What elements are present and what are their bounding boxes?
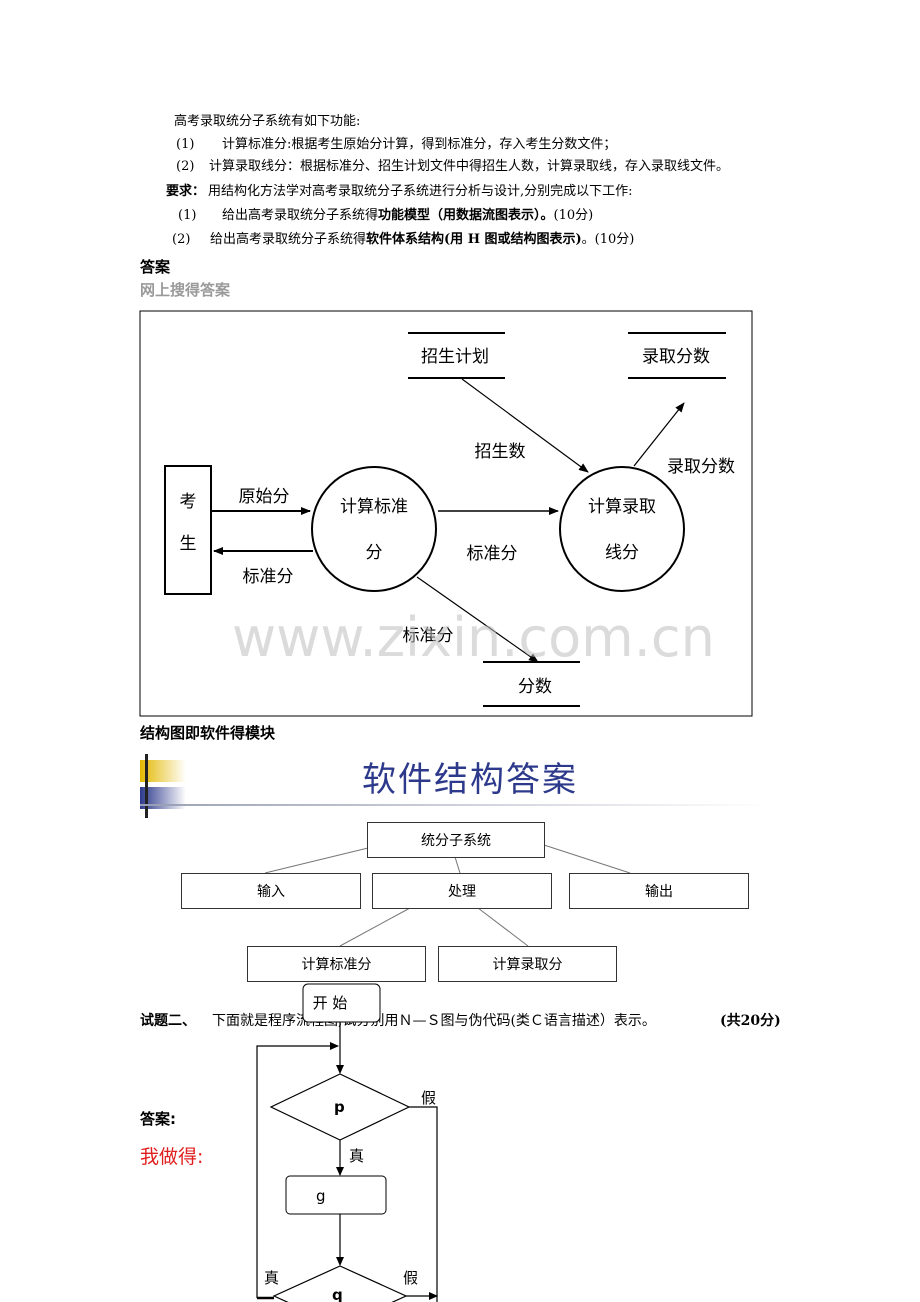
tree-input: 输入 — [181, 873, 361, 909]
calc-line-label-1: 计算录取 — [588, 497, 656, 517]
answer-2-heading: 答案: — [140, 1110, 176, 1128]
watermark: www.zixin.com.cn — [232, 606, 715, 669]
intro-line-2-num: (2) — [176, 159, 195, 174]
diagram-frame — [139, 310, 753, 717]
requirement-1-bold: 功能模型（用数据流图表示）。 — [378, 208, 554, 223]
my-answer-heading: 我做得: — [140, 1146, 204, 1168]
web-answer-heading: 网上搜得答案 — [140, 281, 231, 299]
structure-caption: 结构图即软件得模块 — [140, 724, 276, 742]
standard-mid-label: 标准分 — [467, 544, 518, 564]
flow-false-2: 假 — [403, 1269, 418, 1287]
flow-decision-q — [272, 1265, 408, 1302]
flow-start-box — [302, 983, 381, 1023]
requirement-2-post: 。(10分) — [581, 232, 635, 247]
intro-line-2-text: 计算录取线分：根据标准分、招生计划文件中得招生人数，计算录取线，存入录取线文件。 — [209, 159, 730, 174]
standard-back-label: 标准分 — [243, 567, 294, 587]
banner-accent-yellow — [140, 760, 186, 782]
admit-score-label: 录取分数 — [667, 457, 735, 477]
calc-standard-process — [311, 466, 437, 592]
calc-standard-label-2: 分 — [366, 543, 383, 563]
flow-start-label: 开 始 — [313, 994, 348, 1012]
requirement-2-pre: 给出高考录取统分子系统得 — [210, 232, 367, 247]
examinee-label-2: 生 — [180, 534, 197, 554]
flow-decision-p-label: p — [334, 1098, 345, 1116]
flow-false-1: 假 — [421, 1089, 436, 1107]
intro-line-1-text: 计算标准分:根据考生原始分计算，得到标准分，存入考生分数文件； — [222, 137, 617, 152]
calc-standard-label-1: 计算标准 — [340, 497, 408, 517]
answer-heading: 答案 — [140, 258, 171, 276]
examinee-entity — [164, 465, 212, 595]
admit-store-label: 录取分数 — [642, 347, 710, 367]
banner-title: 软件结构答案 — [362, 760, 578, 800]
requirement-2-num: (2) — [172, 232, 191, 247]
flow-decision-q-label: q — [332, 1286, 343, 1302]
flow-process-g — [285, 1175, 387, 1215]
tree-calc-standard: 计算标准分 — [247, 946, 426, 982]
calc-line-process — [559, 466, 685, 592]
flow-process-g-label: g — [316, 1187, 326, 1205]
requirement-1-num: (1) — [178, 208, 197, 223]
score-store-label: 分数 — [518, 677, 552, 697]
standard-down-label: 标准分 — [403, 626, 454, 646]
question-2-points: (共20分) — [720, 1013, 781, 1029]
enroll-plan-label: 招生计划 — [421, 347, 489, 367]
examinee-label-1: 考 — [180, 492, 197, 512]
requirement-2-bold: 软件体系结构(用 H 图或结构图表示) — [366, 232, 582, 247]
requirement-1-pre: 给出高考录取统分子系统得 — [222, 208, 379, 223]
intro-line-1-num: (1) — [176, 137, 195, 152]
enroll-count-arrow — [461, 378, 589, 473]
requirement-text: 用结构化方法学对高考录取统分子系统进行分析与设计,分别完成以下工作: — [208, 184, 633, 199]
requirement-1: 给出高考录取统分子系统得功能模型（用数据流图表示）。(10分) — [222, 208, 593, 224]
flow-true-1: 真 — [349, 1147, 364, 1165]
requirement-label: 要求： — [166, 184, 206, 199]
banner-accent-bar — [145, 754, 148, 818]
intro-line-0: 高考录取统分子系统有如下功能: — [174, 114, 361, 129]
question-2-label: 试题二、 — [140, 1013, 196, 1029]
raw-score-label: 原始分 — [239, 487, 290, 507]
tree-output: 输出 — [569, 873, 749, 909]
requirement-1-post: (10分) — [553, 208, 594, 223]
tree-calc-line: 计算录取分 — [438, 946, 617, 982]
requirement-2: 给出高考录取统分子系统得软件体系结构(用 H 图或结构图表示)。(10分) — [210, 232, 634, 248]
calc-line-label-2: 线分 — [605, 543, 639, 563]
banner-rule — [140, 804, 770, 806]
flow-true-2: 真 — [264, 1269, 279, 1287]
banner-accent-blue — [140, 787, 186, 809]
standard-down-arrow — [416, 576, 539, 663]
tree-root: 统分子系统 — [367, 822, 545, 858]
enroll-count-label: 招生数 — [475, 442, 526, 462]
tree-process: 处理 — [372, 873, 552, 909]
admit-score-arrow — [633, 402, 685, 467]
